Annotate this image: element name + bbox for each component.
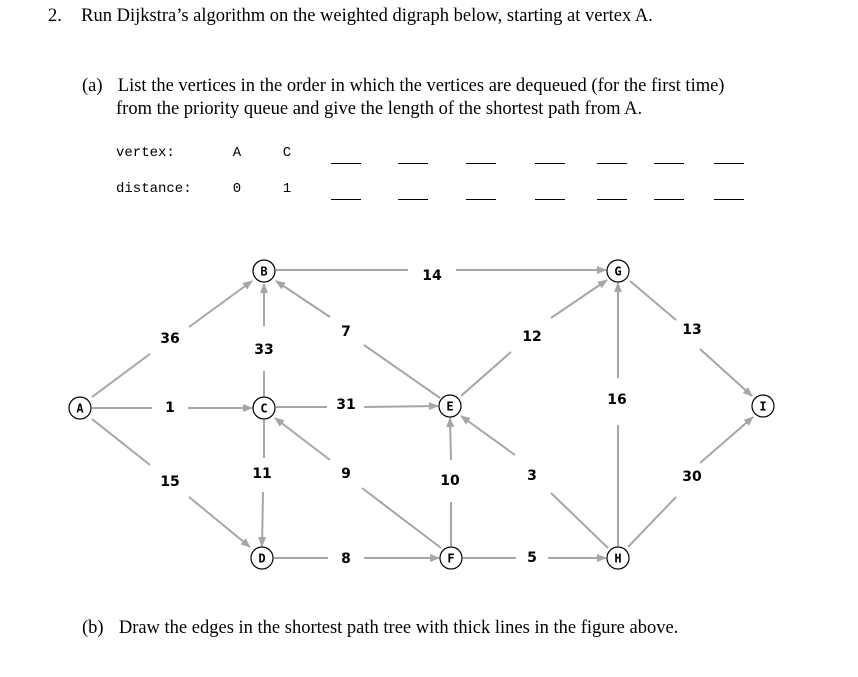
weight-a-b: 36 [160, 331, 179, 347]
part-b-text: Draw the edges in the shortest path tree… [118, 618, 679, 638]
weight-g-i: 13 [682, 322, 701, 338]
node-a-circle [68, 396, 92, 420]
weight-e-g: 12 [522, 329, 541, 345]
node-g-label: G [614, 265, 621, 279]
edge-g-i-segment-1 [629, 280, 677, 321]
part-a-text-1: List the vertices in the order in which … [117, 76, 725, 96]
vertex-blank-2[interactable] [398, 163, 428, 164]
node-g-circle [606, 259, 630, 283]
part-a-line-1: (a) List the vertices in the order in wh… [82, 76, 724, 97]
weight-h-e: 3 [527, 468, 537, 484]
node-c: C [252, 396, 276, 420]
node-h: H [606, 546, 630, 570]
weight-a-c: 1 [165, 400, 175, 416]
edge-g-i-segment-2 [699, 348, 753, 397]
node-d-circle [250, 546, 274, 570]
edge-e-g-segment-2 [550, 279, 608, 319]
distance-blank-2[interactable] [398, 199, 428, 200]
edge-e-b-segment-2 [275, 280, 331, 318]
edge-a-b-segment-2 [188, 280, 253, 328]
part-b: (b) Draw the edges in the shortest path … [82, 618, 678, 639]
node-h-label: H [614, 552, 621, 566]
weight-a-d: 15 [160, 474, 179, 490]
edge-c-e-segment-2 [363, 402, 439, 411]
node-a-label: A [76, 402, 84, 416]
node-c-label: C [260, 402, 267, 416]
vertex-blank-5[interactable] [597, 163, 627, 164]
edge-f-c-segment-1 [361, 487, 442, 549]
weight-f-e: 10 [440, 473, 460, 489]
distance-blank-5[interactable] [597, 199, 627, 200]
vertex-label: vertex: [116, 145, 175, 161]
weight-f-c: 9 [341, 466, 351, 482]
node-a: A [68, 396, 92, 420]
distance-blank-4[interactable] [535, 199, 565, 200]
distance-blank-7[interactable] [714, 199, 744, 200]
edge-f-e-segment-2 [446, 417, 455, 461]
question-text: Run Dijkstra’s algorithm on the weighted… [81, 6, 653, 26]
distance-label: distance: [116, 181, 192, 197]
vertex-blank-4[interactable] [535, 163, 565, 164]
node-b: B [252, 259, 276, 283]
graph-edges [91, 266, 754, 562]
part-a-text-2: from the priority queue and give the len… [116, 99, 643, 119]
distance-blank-3[interactable] [466, 199, 496, 200]
edge-h-i-segment-1 [627, 496, 677, 548]
node-c-circle [252, 396, 276, 420]
node-f: F [439, 546, 463, 570]
weight-h-g: 16 [607, 392, 626, 408]
part-b-label: (b) [82, 618, 104, 638]
node-g: G [606, 259, 630, 283]
distance-cell-2: 1 [282, 181, 292, 197]
edge-weights: 36 1 15 14 33 7 31 11 9 8 10 12 3 5 16 13 30 [160, 268, 702, 567]
node-h-circle [606, 546, 630, 570]
vertex-cell-2: C [282, 145, 292, 161]
node-f-label: F [447, 552, 454, 566]
edge-a-d-segment-1 [91, 418, 151, 466]
node-i: I [751, 394, 775, 418]
weight-d-f: 8 [341, 551, 351, 567]
weight-c-d: 11 [252, 466, 271, 482]
vertex-blank-1[interactable] [331, 163, 361, 164]
vertex-blank-3[interactable] [466, 163, 496, 164]
node-e-circle [438, 394, 462, 418]
weight-b-g: 14 [422, 268, 442, 284]
node-i-label: I [759, 400, 766, 414]
node-d-label: D [258, 552, 265, 566]
weight-c-b: 33 [254, 342, 273, 358]
vertex-cell-1: A [232, 145, 242, 161]
edge-h-e-segment-1 [550, 492, 609, 549]
question-heading: 2. Run Dijkstra’s algorithm on the weigh… [48, 6, 653, 27]
node-e-label: E [446, 400, 453, 414]
distance-blank-1[interactable] [331, 199, 361, 200]
weight-e-b: 7 [341, 324, 351, 340]
edge-f-c-segment-2 [274, 417, 331, 461]
node-d: D [250, 546, 274, 570]
edge-c-d-segment-2 [258, 491, 267, 547]
edge-a-b-segment-1 [91, 353, 151, 398]
vertex-blank-7[interactable] [714, 163, 744, 164]
weight-h-i: 30 [682, 469, 702, 485]
question-number: 2. [48, 6, 62, 26]
graph-nodes: A B C D E F G H I [68, 259, 775, 570]
edge-e-b-segment-1 [363, 344, 441, 399]
node-b-label: B [260, 265, 267, 279]
weight-c-e: 31 [336, 397, 355, 413]
edge-h-e-segment-2 [460, 415, 516, 456]
node-e: E [438, 394, 462, 418]
node-b-circle [252, 259, 276, 283]
edge-e-g-segment-1 [460, 351, 512, 397]
part-a-label: (a) [82, 76, 103, 96]
vertex-blank-6[interactable] [654, 163, 684, 164]
edge-a-d-segment-2 [188, 496, 251, 548]
node-f-circle [439, 546, 463, 570]
edge-h-i-segment-2 [699, 416, 754, 464]
distance-cell-1: 0 [232, 181, 242, 197]
distance-blank-6[interactable] [654, 199, 684, 200]
node-i-circle [751, 394, 775, 418]
weight-f-h: 5 [527, 550, 537, 566]
